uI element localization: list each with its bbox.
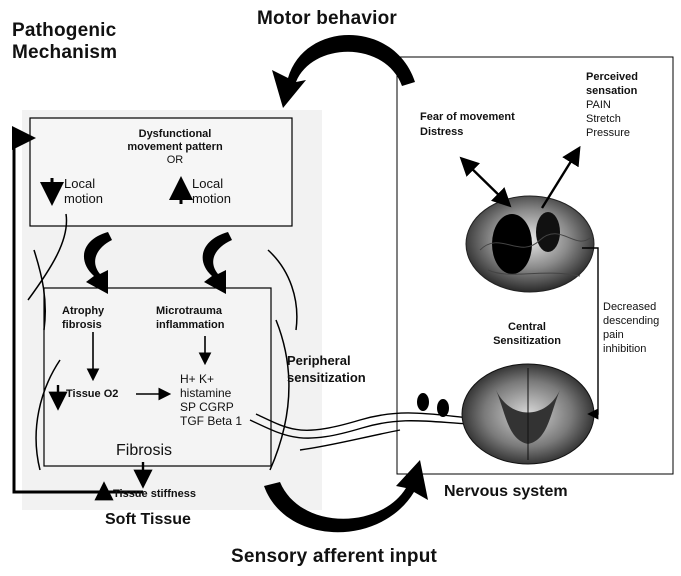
mediator-item: TGF Beta 1 <box>180 414 242 428</box>
up-local-line-2: motion <box>192 191 231 206</box>
perceived-item: PAIN <box>586 98 638 112</box>
up-local-motion: Local motion <box>192 176 231 206</box>
nervous-system-label: Nervous system <box>444 483 568 501</box>
receptor-1 <box>417 393 429 411</box>
sensitization-line: sensitization <box>287 369 366 386</box>
page-title: Pathogenic Mechanism <box>12 20 117 64</box>
inflammation-line: inflammation <box>156 318 224 332</box>
inhibition-line: pain <box>603 328 659 342</box>
atrophy-line: Atrophy <box>62 304 104 318</box>
motor-behavior-arrow <box>272 35 415 108</box>
fear-distress-label: Fear of movement Distress <box>420 110 515 140</box>
mediator-item: histamine <box>180 386 242 400</box>
tissue-o2-label: Tissue O2 <box>66 388 118 400</box>
up-local-line-1: Local <box>192 176 231 191</box>
mediator-item: SP CGRP <box>180 400 242 414</box>
peripheral-sensitization-label: Peripheral sensitization <box>287 352 366 386</box>
atrophy-fibrosis-heading: Atrophy fibrosis <box>62 304 104 332</box>
inhibition-line: descending <box>603 314 659 328</box>
sensation-line: sensation <box>586 84 638 98</box>
central-sensitization-label: Central Sensitization <box>472 320 582 348</box>
down-local-motion: Local motion <box>64 176 103 206</box>
movement-heading-line-2: movement pattern <box>100 141 250 154</box>
down-local-line-1: Local <box>64 176 103 191</box>
microtrauma-heading: Microtrauma inflammation <box>156 304 224 332</box>
inhibition-line: Decreased <box>603 300 659 314</box>
movement-heading-line-1: Dysfunctional <box>100 128 250 141</box>
microtrauma-line: Microtrauma <box>156 304 224 318</box>
perceived-line: Perceived <box>586 70 638 84</box>
movement-or: OR <box>100 154 250 167</box>
peripheral-line: Peripheral <box>287 352 366 369</box>
title-line-1: Pathogenic <box>12 20 117 42</box>
fibrosis-label: Fibrosis <box>116 442 172 460</box>
perceived-item: Pressure <box>586 126 638 140</box>
motor-behavior-label: Motor behavior <box>257 8 397 30</box>
fibrosis-line: fibrosis <box>62 318 104 332</box>
central-line: Central <box>472 320 582 334</box>
title-line-2: Mechanism <box>12 42 117 64</box>
fear-line: Fear of movement <box>420 110 515 125</box>
sensitization-line: Sensitization <box>472 334 582 348</box>
perceived-sensation-label: Perceived sensation PAIN Stretch Pressur… <box>586 70 638 140</box>
perceived-item: Stretch <box>586 112 638 126</box>
movement-box-heading: Dysfunctional movement pattern OR <box>100 128 250 167</box>
spinal-cord-image <box>462 364 594 464</box>
soft-tissue-label: Soft Tissue <box>105 511 191 529</box>
inhibition-line: inhibition <box>603 342 659 356</box>
tissue-stiffness-label: Tissue stiffness <box>113 488 196 500</box>
mediators-list: H+ K+ histamine SP CGRP TGF Beta 1 <box>180 372 242 428</box>
distress-line: Distress <box>420 125 515 140</box>
down-local-line-2: motion <box>64 191 103 206</box>
mediator-item: H+ K+ <box>180 372 242 386</box>
receptor-2 <box>437 399 449 417</box>
sensory-afferent-label: Sensory afferent input <box>231 546 437 568</box>
brain-image <box>466 196 594 292</box>
descending-inhibition-label: Decreased descending pain inhibition <box>603 300 659 356</box>
